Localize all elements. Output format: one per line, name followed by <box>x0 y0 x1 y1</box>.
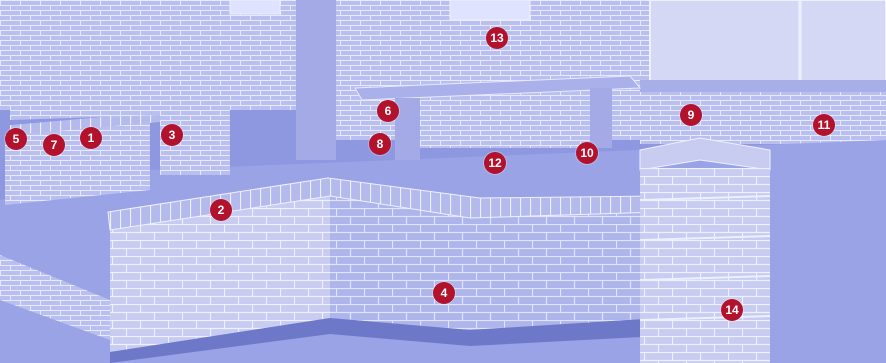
window-top <box>450 0 530 20</box>
callout-marker: 1 <box>80 127 102 149</box>
bay-wall <box>640 92 886 144</box>
callout-marker: 3 <box>161 124 183 146</box>
bay-sill <box>640 80 886 92</box>
callout-label: 4 <box>441 286 448 300</box>
callout-label: 6 <box>385 104 392 118</box>
callout-marker: 10 <box>576 142 598 164</box>
callout-label: 13 <box>490 31 503 45</box>
callout-marker: 8 <box>369 133 391 155</box>
callout-label: 9 <box>688 108 695 122</box>
callout-label: 3 <box>169 128 176 142</box>
bench-leg-right <box>590 88 612 148</box>
callout-label: 5 <box>13 132 20 146</box>
callout-marker: 6 <box>377 100 399 122</box>
callout-label: 2 <box>218 203 225 217</box>
planter-step <box>160 70 230 175</box>
bench-back-panel <box>420 100 590 148</box>
callout-label: 7 <box>51 138 58 152</box>
callout-label: 10 <box>580 146 593 160</box>
callout-marker: 13 <box>486 27 508 49</box>
callout-marker: 5 <box>5 128 27 150</box>
callout-label: 8 <box>377 137 384 151</box>
callout-marker: 7 <box>43 134 65 156</box>
house-pier <box>296 0 336 160</box>
callout-marker: 12 <box>484 152 506 174</box>
callout-label: 14 <box>725 303 738 317</box>
callout-marker: 14 <box>721 299 743 321</box>
callout-marker: 11 <box>813 114 835 136</box>
callout-marker: 4 <box>433 282 455 304</box>
window-top-left <box>230 0 280 14</box>
callout-marker: 2 <box>210 199 232 221</box>
bench-leg-left <box>395 98 420 160</box>
callout-label: 12 <box>488 156 501 170</box>
callout-label: 1 <box>88 131 95 145</box>
callout-label: 11 <box>818 118 831 132</box>
bay-window <box>650 0 886 82</box>
callout-marker: 9 <box>680 104 702 126</box>
